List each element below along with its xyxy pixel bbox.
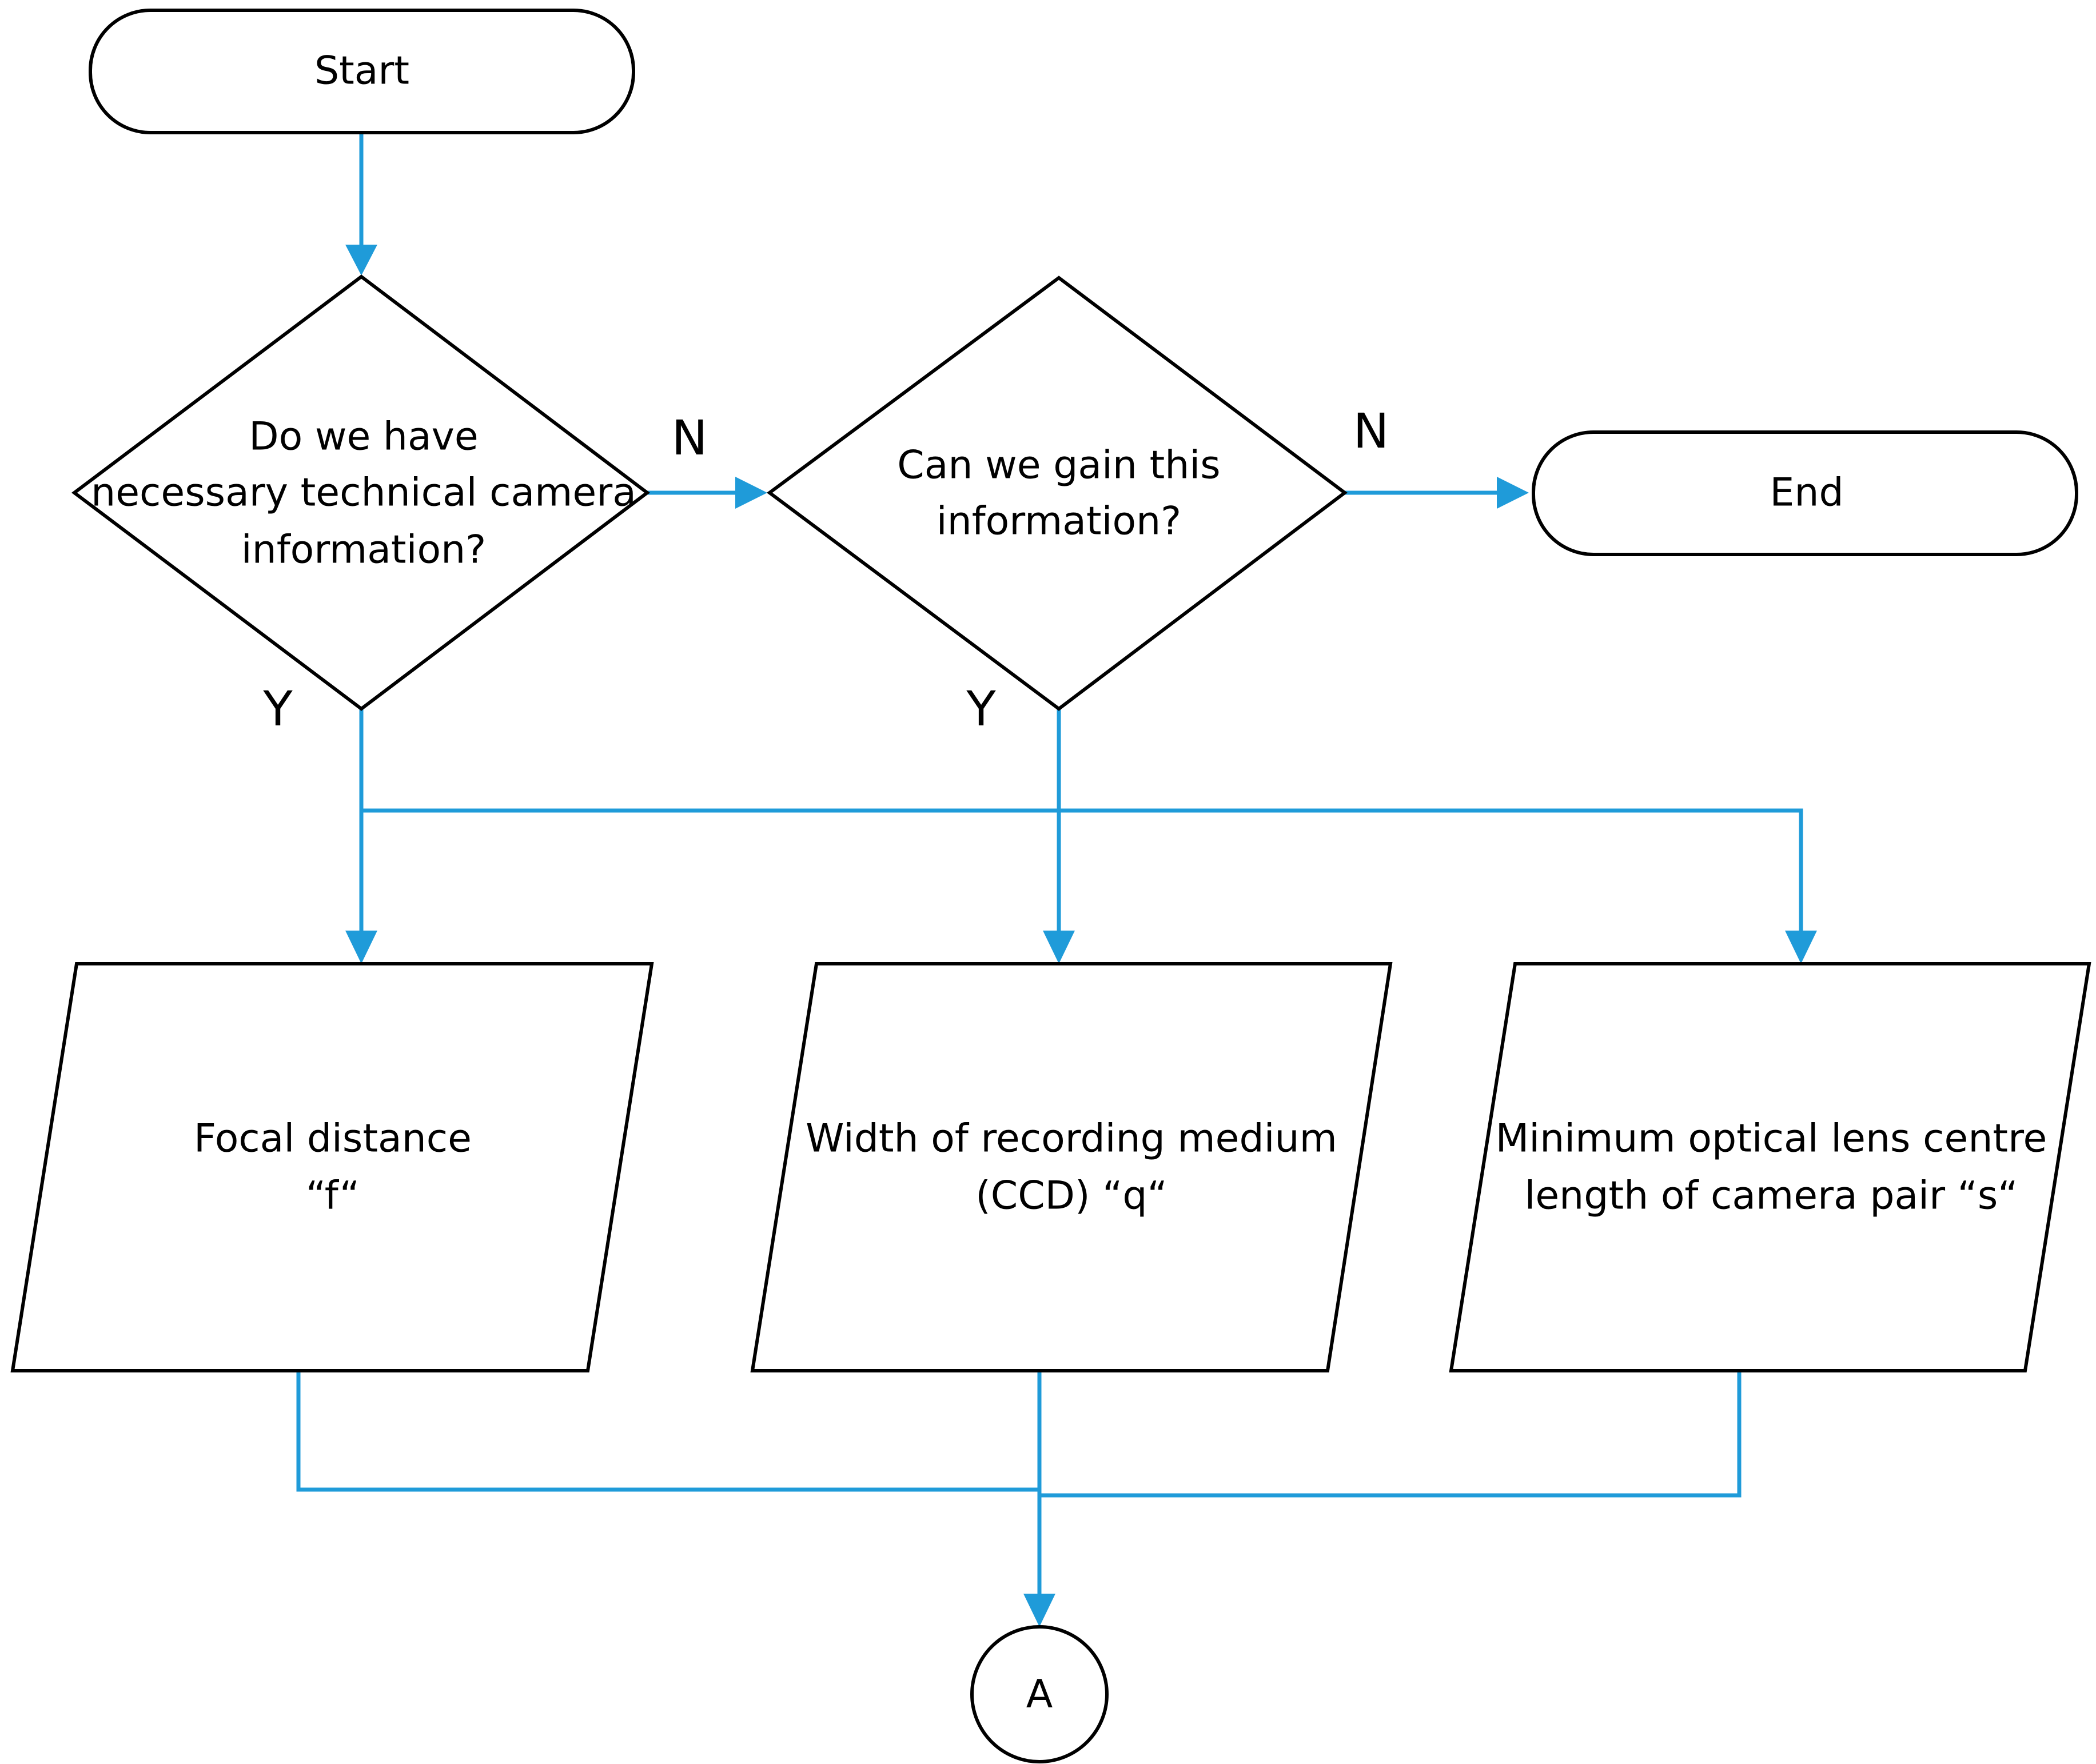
decision-have-info: Do we have necessary technical camera in…: [71, 274, 650, 711]
decision-gain-info-shape: [766, 276, 1348, 711]
arrowhead-to-a: [1023, 1594, 1055, 1627]
arrowhead-gain-no: [1497, 477, 1529, 509]
connector-a-label: A: [1026, 1672, 1053, 1717]
recording-width-line-2: (CCD) “q“: [975, 1174, 1167, 1219]
branch-label-second-no: N: [1353, 403, 1389, 459]
start-terminator: Start: [89, 9, 635, 134]
arrowhead-to-lens-centre: [1785, 931, 1817, 964]
arrowhead-decision-no: [735, 477, 767, 509]
end-terminator: End: [1532, 430, 2078, 556]
focal-distance-line-1: Focal distance: [194, 1116, 472, 1162]
focal-distance-io: Focal distance “f“: [10, 962, 654, 1372]
lens-centre-length-line-2: length of camera pair “s“: [1524, 1174, 2018, 1219]
start-label: Start: [314, 49, 409, 94]
decision-have-info-line-1: Do we have: [249, 414, 479, 460]
decision-have-info-line-3: information?: [241, 528, 487, 573]
branch-label-first-no: N: [672, 410, 708, 466]
branch-label-first-yes: Y: [262, 681, 293, 737]
focal-distance-shape: [10, 962, 654, 1372]
connector-distribution-bus: [361, 808, 1803, 933]
decision-have-info-shape: [71, 274, 650, 711]
lens-centre-length-io: Minimum optical lens centre length of ca…: [1449, 962, 2091, 1372]
recording-width-shape: [750, 962, 1393, 1372]
lens-centre-length-shape: [1449, 962, 2091, 1372]
decision-gain-info-line-2: information?: [937, 499, 1182, 544]
decision-gain-info: Can we gain this information?: [766, 276, 1348, 711]
branch-label-second-yes: Y: [966, 681, 996, 737]
arrowhead-start-to-decision: [345, 245, 377, 276]
connector-a-node: A: [970, 1625, 1109, 1763]
decision-have-info-line-2: necessary technical camera: [91, 470, 636, 516]
decision-gain-info-line-1: Can we gain this: [897, 443, 1220, 488]
connector-merge-left: [296, 1371, 1039, 1492]
start-shape: [89, 9, 635, 134]
connector-merge-right: [1039, 1371, 1742, 1498]
connectors: [296, 133, 1817, 1627]
recording-width-io: Width of recording medium (CCD) “q“: [750, 962, 1393, 1372]
lens-centre-length-line-1: Minimum optical lens centre: [1496, 1116, 2047, 1162]
arrowhead-to-recording-width: [1043, 931, 1075, 964]
connector-a-shape: [970, 1625, 1109, 1763]
recording-width-line-1: Width of recording medium: [806, 1116, 1337, 1162]
end-label: End: [1770, 470, 1843, 516]
branch-labels: N N Y Y: [262, 403, 1389, 737]
end-shape: [1532, 430, 2078, 556]
arrowhead-to-focal-distance: [345, 931, 377, 964]
focal-distance-line-2: “f“: [306, 1174, 360, 1219]
